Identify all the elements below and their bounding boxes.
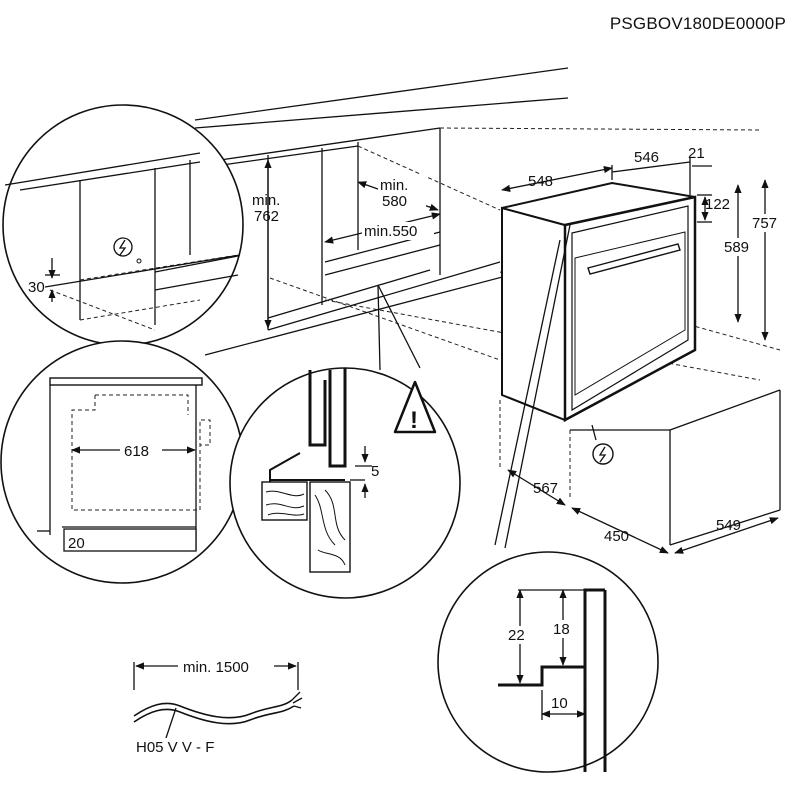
label-min-580-a: min.: [380, 177, 408, 194]
label-min-580-b: 580: [382, 193, 407, 210]
label-min-762-a: min.: [252, 192, 280, 209]
warning-triangle-icon: [393, 380, 437, 434]
detail-circle-mid-left: 618 20: [0, 340, 244, 584]
dim-min-580: min. 580: [357, 174, 439, 211]
electric-symbol-icon: [592, 443, 614, 465]
leader-line-cabinet: [377, 284, 421, 369]
label-min-762-b: 762: [254, 208, 279, 225]
dim-18: 18: [553, 621, 570, 638]
dim-21: 21: [688, 145, 705, 162]
dim-20: 20: [68, 535, 85, 552]
dim-min-762: min. 762: [252, 159, 280, 329]
dim-549: 549: [716, 517, 741, 534]
dim-122: 122: [705, 196, 730, 213]
detail-circle-center: 5 !: [229, 367, 461, 599]
cable-illustration: min. 1500 H05 V V - F: [133, 656, 303, 756]
dim-10: 10: [551, 695, 568, 712]
dim-22: 22: [508, 627, 525, 644]
warning-mark: !: [410, 407, 418, 434]
dim-589: 589: [724, 239, 749, 256]
dim-757: 757: [752, 215, 777, 232]
oven-unit: [501, 181, 697, 423]
detail-circle-top-left: 30: [2, 104, 244, 346]
dim-30: 30: [28, 279, 45, 296]
detail-circle-bottom-right: 22 18 10: [437, 551, 659, 773]
oven-handle: [587, 243, 681, 275]
leader-line-oven: [504, 224, 571, 549]
dim-546: 546: [634, 149, 659, 166]
label-min-550: min.550: [364, 223, 417, 240]
dim-450: 450: [604, 528, 629, 545]
dim-min-550: min.550: [324, 212, 441, 244]
dim-567: 567: [533, 480, 558, 497]
power-outlet-marker: [591, 424, 614, 465]
oven-dimensions: 548 546 21 122 589 757 567 450 549: [501, 145, 784, 554]
dim-618: 618: [124, 443, 149, 460]
document-code: PSGBOV180DE0000P: [609, 14, 786, 33]
electric-socket-icon: [113, 237, 133, 257]
dim-548: 548: [528, 173, 553, 190]
cable-length: min. 1500: [183, 659, 249, 676]
dim-5: 5: [371, 463, 379, 480]
cable-type: H05 V V - F: [136, 739, 214, 756]
